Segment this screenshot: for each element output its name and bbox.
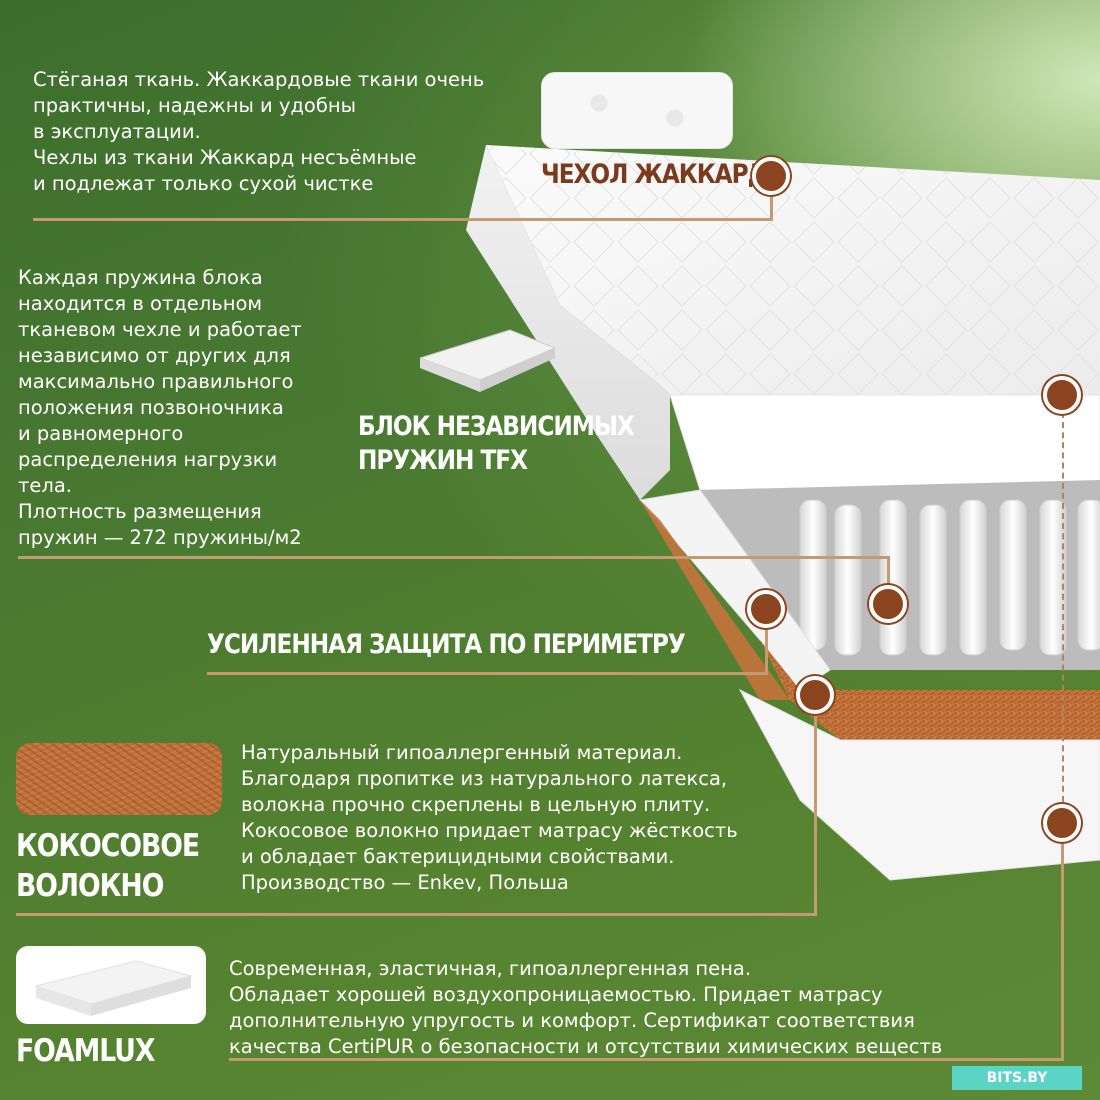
perimeter-marker [747, 590, 785, 628]
coconut-description: Натуральный гипоаллергенный материал. Бл… [241, 741, 738, 894]
foam-leader-line [229, 1058, 1064, 1061]
springs-marker [869, 585, 907, 623]
springs-title: Блок независимых пружин TFX [358, 411, 635, 476]
springs-leader-vertical [887, 556, 890, 601]
cover-description: Стёганая ткань. Жаккардовые ткани очень … [33, 68, 485, 195]
coconut-fiber-swatch [16, 743, 222, 815]
foam-title: FOAMLUX [16, 1033, 155, 1069]
top-layer-marker [1043, 376, 1081, 414]
cover-leader-line [33, 218, 773, 221]
coconut-leader-line [16, 913, 816, 916]
coconut-marker [796, 676, 834, 714]
cover-title: Чехол жаккард [541, 159, 768, 190]
coconut-leader-vertical [814, 692, 817, 916]
side-dotted-line [1062, 412, 1064, 812]
springs-description: Каждая пружина блока находится в отдельн… [18, 266, 302, 549]
cover-marker [752, 157, 790, 195]
foam-marker [1043, 804, 1081, 842]
perimeter-title: Усиленная защита по периметру [207, 629, 686, 660]
foam-leader-vertical [1061, 825, 1064, 1061]
site-watermark: BITS.BY [952, 1066, 1082, 1090]
perimeter-leader-line [207, 672, 767, 675]
foam-description: Современная, эластичная, гипоаллергенная… [229, 957, 943, 1058]
foam-layers-swatch [16, 946, 206, 1024]
cover-leader-vertical [770, 190, 773, 220]
jacquard-fabric-swatch [541, 72, 733, 149]
springs-leader-line [18, 556, 888, 559]
perimeter-leader-vertical [765, 608, 768, 675]
spring-block-thumbnail [420, 329, 555, 392]
coconut-title: Кокосовое волокно [16, 828, 200, 904]
